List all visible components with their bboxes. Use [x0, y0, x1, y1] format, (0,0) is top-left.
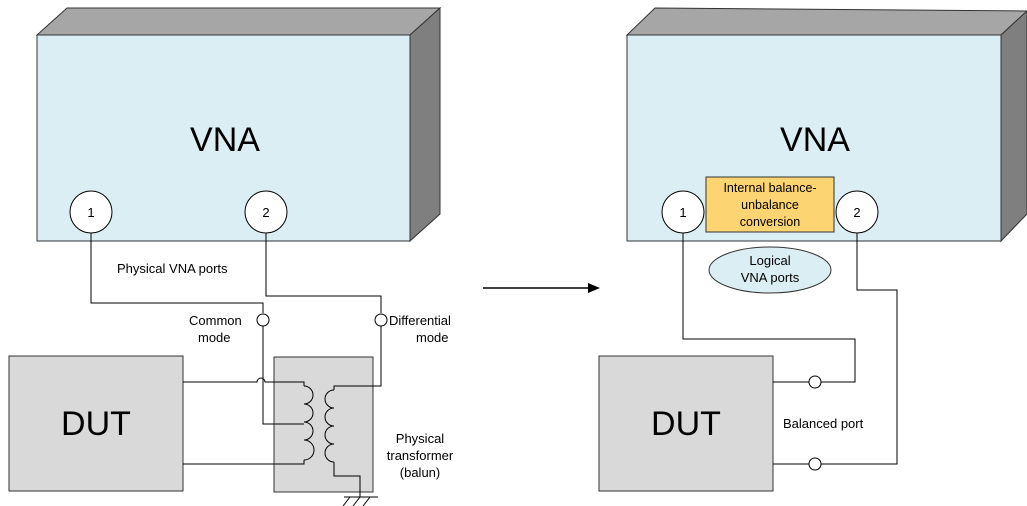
- conversion-label-line2: unbalance: [741, 198, 799, 212]
- conversion-label-line1: Internal balance-: [723, 181, 816, 195]
- transformer-label-line3: (balun): [400, 465, 440, 480]
- right-vna-box-side: [1000, 10, 1027, 243]
- ground-icon: [342, 496, 378, 506]
- right-port-2: 2: [835, 190, 879, 234]
- left-port-1: 1: [69, 190, 113, 234]
- right-port-2-wire: [821, 233, 898, 465]
- differential-mode-terminal: [374, 313, 388, 327]
- right-port-1: 1: [661, 190, 705, 234]
- common-mode-to-balun-wire: [262, 326, 304, 425]
- logical-vna-ports-line2: VNA ports: [741, 270, 800, 285]
- logical-vna-ports-line1: Logical: [749, 253, 790, 268]
- left-port-2-label: 2: [262, 205, 269, 220]
- left-port-1-label: 1: [87, 205, 94, 220]
- right-vna-label: VNA: [780, 121, 850, 159]
- dut-to-balun-top-wire: [183, 377, 305, 386]
- right-port-1-label: 1: [679, 205, 686, 220]
- differential-mode-label-line1: Differential: [389, 313, 451, 328]
- right-vna-box-top: [625, 7, 1027, 36]
- conversion-rect: [705, 176, 835, 233]
- right-dut-box: DUT: [598, 355, 774, 492]
- balanced-port-terminal-top: [808, 375, 822, 389]
- left-port-2-wire: [265, 233, 382, 313]
- right-port-1-wire: [682, 233, 856, 383]
- differential-mode-to-balun-wire: [333, 326, 382, 390]
- right-dut-label: DUT: [651, 405, 721, 443]
- left-vna-box-side: [409, 6, 441, 243]
- conversion-box: Internal balance- unbalance conversion: [705, 176, 835, 233]
- right-arrow-icon: [483, 283, 600, 293]
- logical-vna-ports-badge: Logical VNA ports: [708, 246, 832, 294]
- right-port-2-label: 2: [853, 205, 860, 220]
- balun-to-ground-wire: [333, 462, 361, 497]
- left-vna-label: VNA: [190, 121, 260, 159]
- physical-vna-ports-label: Physical VNA ports: [117, 261, 228, 276]
- left-vna-box-top: [35, 7, 442, 36]
- left-setup: VNA 1 2 Physical VNA ports Common mode D…: [8, 6, 454, 506]
- left-port-1-wire: [90, 233, 264, 313]
- transformer-label-line2: transformer: [387, 448, 454, 463]
- balanced-port-label: Balanced port: [783, 416, 864, 431]
- left-port-2: 2: [244, 190, 288, 234]
- common-mode-label-line2: mode: [198, 330, 231, 345]
- balun-primary-coil: [303, 385, 315, 461]
- balun-secondary-coil: [324, 389, 335, 463]
- transformer-label-line1: Physical: [396, 431, 445, 446]
- balanced-port-terminal-bottom: [808, 457, 822, 471]
- logical-vna-ports-ellipse: [708, 246, 832, 294]
- left-dut-rect: [8, 355, 184, 492]
- conversion-label-line3: conversion: [740, 215, 800, 229]
- common-mode-terminal: [256, 313, 270, 327]
- right-setup: VNA Internal balance- unbalance conversi…: [598, 7, 1027, 492]
- left-dut-box: DUT: [8, 355, 184, 492]
- differential-mode-label-line2: mode: [416, 330, 449, 345]
- left-dut-label: DUT: [61, 405, 131, 443]
- dut-to-balun-bottom-wire: [183, 460, 305, 465]
- right-dut-rect: [598, 355, 774, 492]
- common-mode-label-line1: Common: [189, 313, 242, 328]
